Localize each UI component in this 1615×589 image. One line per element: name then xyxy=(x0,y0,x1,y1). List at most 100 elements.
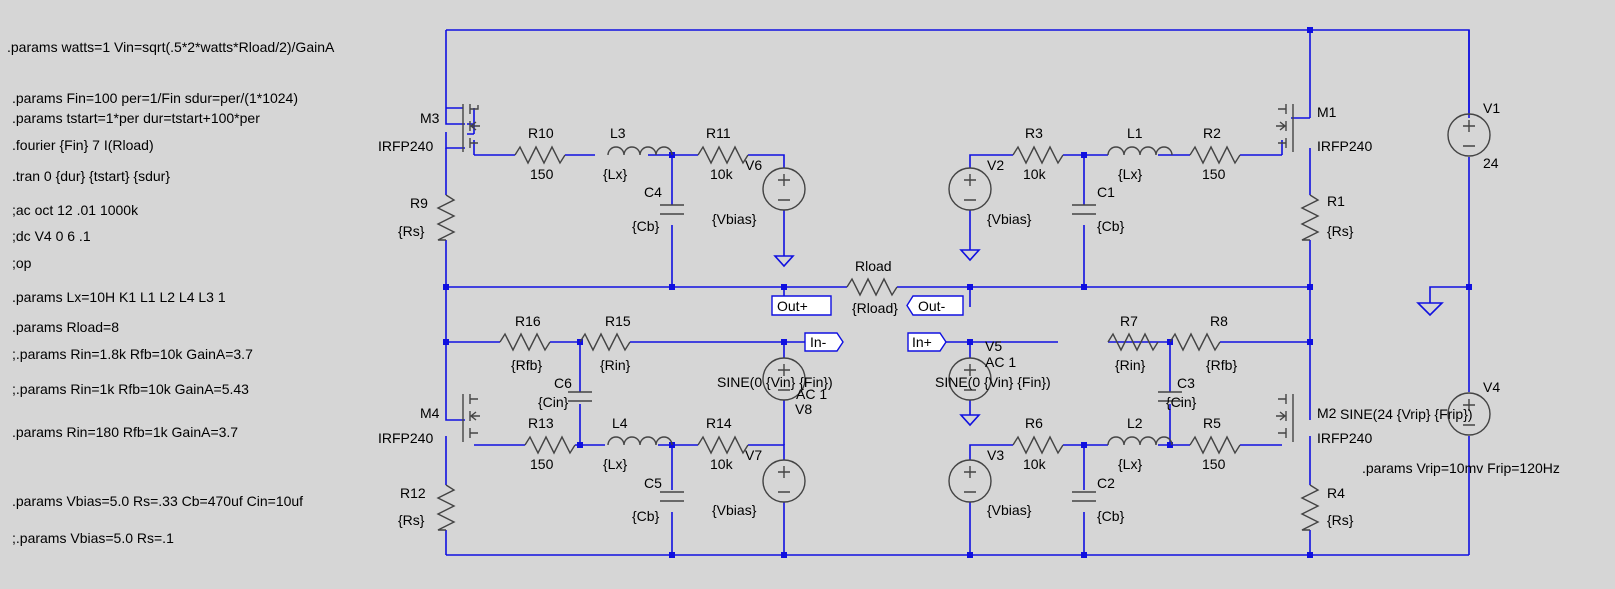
v7-value: {Vbias} xyxy=(712,502,757,518)
wires xyxy=(445,29,1470,556)
directive-rip: .params Vrip=10mv Frip=120Hz xyxy=(1362,460,1560,476)
source-v5-symbol xyxy=(948,357,992,401)
v2-value: {Vbias} xyxy=(987,211,1032,227)
r11-name: R11 xyxy=(706,125,731,141)
r16-name: R16 xyxy=(515,313,541,329)
junction-dot xyxy=(967,552,973,558)
source-v6-symbol xyxy=(762,167,806,211)
c3-name: C3 xyxy=(1177,375,1195,391)
m3-value: IRFP240 xyxy=(378,138,433,154)
net-label-out-minus: Out- xyxy=(918,298,946,314)
source-v4-symbol xyxy=(1447,392,1491,436)
r13-value: 150 xyxy=(530,456,554,472)
junction-dot xyxy=(1307,339,1313,345)
r11-value: 10k xyxy=(710,166,734,182)
source-v7-symbol xyxy=(762,459,806,503)
m4-value: IRFP240 xyxy=(378,430,433,446)
v5-ac: AC 1 xyxy=(985,354,1016,370)
l2-name: L2 xyxy=(1127,415,1143,431)
junction-dot xyxy=(1307,552,1313,558)
capacitor-c3-symbol xyxy=(1158,391,1182,402)
v1-name: V1 xyxy=(1483,100,1500,116)
mosfet-m1-symbol xyxy=(1276,104,1294,152)
r8-value: {Rfb} xyxy=(1206,357,1237,373)
junction-dot xyxy=(1466,284,1472,290)
r4-name: R4 xyxy=(1327,485,1345,501)
r9-value: {Rs} xyxy=(398,223,425,239)
m1-name: M1 xyxy=(1317,104,1337,120)
junction-dot xyxy=(669,552,675,558)
directive-8: .params Lx=10H K1 L1 L2 L4 L3 1 xyxy=(12,289,226,305)
v5-value: SINE(0 {Vin} {Fin}) xyxy=(935,374,1051,390)
resistor-r7-symbol xyxy=(1107,332,1159,352)
net-label-in-plus-box xyxy=(907,332,947,352)
directive-5: ;ac oct 12 .01 1000k xyxy=(12,202,139,218)
r12-value: {Rs} xyxy=(398,512,425,528)
resistor-r12-symbol xyxy=(436,484,456,531)
l2-value: {Lx} xyxy=(1118,456,1142,472)
l4-value: {Lx} xyxy=(603,456,627,472)
r14-value: 10k xyxy=(710,456,734,472)
v8-name: V8 xyxy=(795,401,812,417)
r14-name: R14 xyxy=(706,415,732,431)
c2-name: C2 xyxy=(1097,475,1115,491)
r3-name: R3 xyxy=(1025,125,1043,141)
junction-dot xyxy=(1307,284,1313,290)
c6-value: {Cin} xyxy=(538,394,569,410)
r7-value: {Rin} xyxy=(1115,357,1146,373)
junction-dot xyxy=(967,339,973,345)
resistor-rload-symbol xyxy=(846,277,898,297)
junction-dot xyxy=(1081,152,1087,158)
junction-dot xyxy=(669,284,675,290)
net-label-in-minus-box xyxy=(804,332,844,352)
r4-value: {Rs} xyxy=(1327,512,1354,528)
c5-name: C5 xyxy=(644,475,662,491)
mosfet-m2-symbol xyxy=(1276,394,1294,442)
net-label-out-plus: Out+ xyxy=(777,298,808,314)
l3-value: {Lx} xyxy=(603,166,627,182)
resistor-r15-symbol xyxy=(579,332,631,352)
r6-name: R6 xyxy=(1025,415,1043,431)
inductor-l2-symbol xyxy=(1107,436,1173,446)
junction-dot xyxy=(1167,442,1173,448)
junction-dot xyxy=(781,339,787,345)
source-v3-symbol xyxy=(948,459,992,503)
junction-dot xyxy=(577,442,583,448)
r5-name: R5 xyxy=(1203,415,1221,431)
component-symbols xyxy=(436,104,1491,531)
junction-dot xyxy=(443,339,449,345)
r8-name: R8 xyxy=(1210,313,1228,329)
rload-value: {Rload} xyxy=(852,300,898,316)
resistor-r8-symbol xyxy=(1169,332,1221,352)
c4-name: C4 xyxy=(644,184,662,200)
r10-name: R10 xyxy=(528,125,554,141)
r9-name: R9 xyxy=(410,195,428,211)
directive-11: ;.params Rin=1k Rfb=10k GainA=5.43 xyxy=(12,381,249,397)
junction-dot xyxy=(1081,284,1087,290)
v2-name: V2 xyxy=(987,157,1004,173)
v3-value: {Vbias} xyxy=(987,502,1032,518)
junction-dot xyxy=(967,284,973,290)
resistor-r5-symbol xyxy=(1189,435,1241,455)
source-v2-symbol xyxy=(948,167,992,211)
v1-value: 24 xyxy=(1483,155,1499,171)
c4-value: {Cb} xyxy=(632,218,660,234)
c3-value: {Cin} xyxy=(1166,394,1197,410)
m4-name: M4 xyxy=(420,405,440,421)
r12-name: R12 xyxy=(400,485,426,501)
r13-name: R13 xyxy=(528,415,554,431)
v4-value: SINE(24 {Vrip} {Frip}) xyxy=(1340,406,1473,422)
directive-1: .params Fin=100 per=1/Fin sdur=per/(1*10… xyxy=(12,90,298,106)
l4-name: L4 xyxy=(612,415,628,431)
capacitor-c2-symbol xyxy=(1072,491,1096,502)
resistor-r1-symbol xyxy=(1300,194,1320,241)
capacitor-c6-symbol xyxy=(568,391,592,402)
resistor-r3-symbol xyxy=(1012,145,1064,165)
resistor-r6-symbol xyxy=(1012,435,1064,455)
directive-9: .params Rload=8 xyxy=(12,319,119,335)
directive-4: .tran 0 {dur} {tstart} {sdur} xyxy=(12,168,170,184)
inductor-l1-symbol xyxy=(1107,146,1173,156)
l1-name: L1 xyxy=(1127,125,1143,141)
m3-name: M3 xyxy=(420,110,440,126)
